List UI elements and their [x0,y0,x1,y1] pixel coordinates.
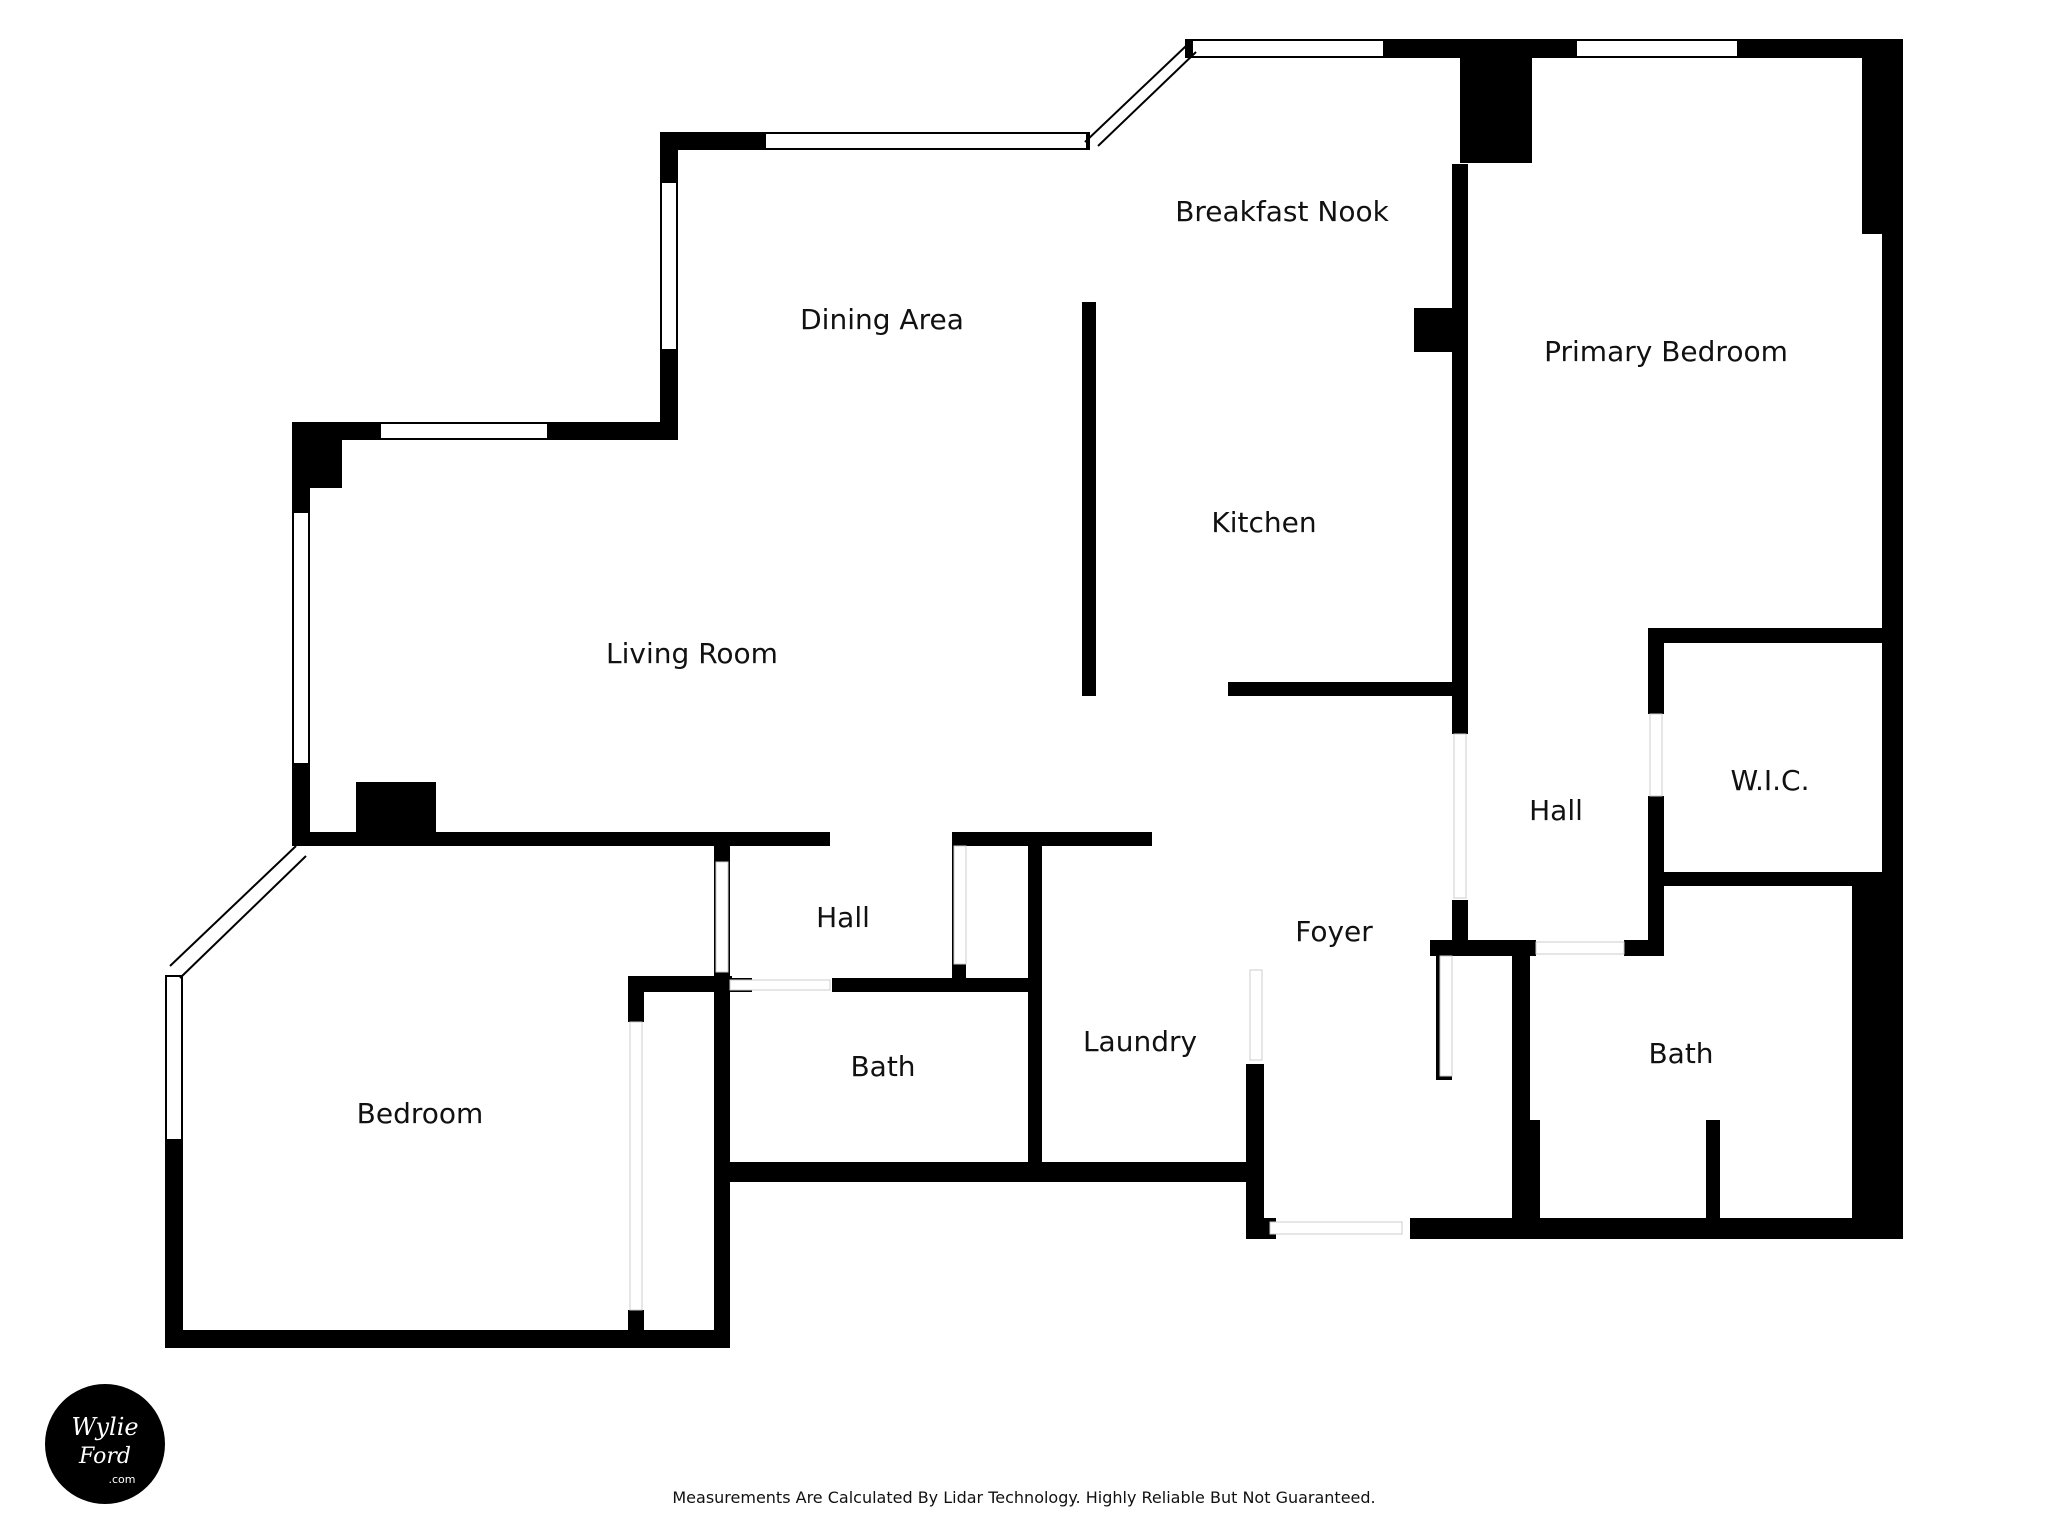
logo-text-line2: Ford [78,1444,131,1469]
label-wic: W.I.C. [1731,764,1810,797]
logo-text-line3: .com [109,1473,136,1486]
label-foyer: Foyer [1295,915,1373,948]
logo-text-line1: Wylie [71,1413,138,1441]
label-breakfast-nook: Breakfast Nook [1175,195,1389,228]
wylie-ford-logo: Wylie Ford .com [45,1384,165,1504]
label-dining-area: Dining Area [800,303,964,336]
disclaimer-text: Measurements Are Calculated By Lidar Tec… [672,1488,1376,1507]
windows [165,39,1739,1141]
label-bedroom: Bedroom [357,1097,484,1130]
label-kitchen: Kitchen [1211,506,1316,539]
walls [165,39,1903,1348]
label-hall-west: Hall [816,901,870,934]
label-hall-east: Hall [1529,794,1583,827]
label-primary-bedroom: Primary Bedroom [1544,335,1788,368]
label-bath-east: Bath [1648,1037,1713,1070]
label-laundry: Laundry [1083,1025,1197,1058]
doorways [629,713,1663,1311]
label-bath-center: Bath [850,1050,915,1083]
room-labels: Breakfast Nook Dining Area Primary Bedro… [357,195,1810,1130]
label-living-room: Living Room [606,637,778,670]
